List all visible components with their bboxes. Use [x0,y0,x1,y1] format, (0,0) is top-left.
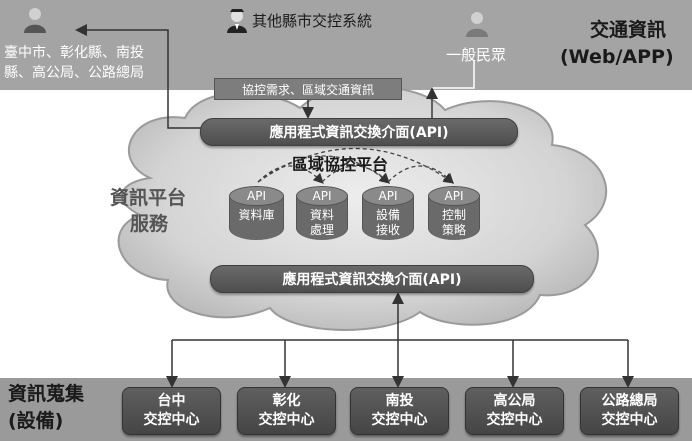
api-top-pill: 應用程式資訊交換介面(API) [200,118,518,146]
platform-label-line1: 資訊平台 [110,187,187,209]
connector-right-white [431,60,475,118]
traffic-center-taichung: 台中 交控中心 [122,387,221,435]
module-api-badge: API [229,186,284,206]
top-right-text: 一般民眾 [446,46,507,64]
traffic-center-freeway: 高公局 交控中心 [465,387,564,435]
request-label-box: 協控需求、區域交通資訊 [214,78,402,100]
module-api-badge: API [428,186,480,206]
person-icon [24,8,46,33]
traffic-center-nantou: 南投 交控中心 [350,387,449,435]
module-line1: 控制 [441,208,466,222]
center-line2: 交控中心 [371,412,428,428]
module-line2: 接收 [375,223,400,237]
platform-label-line2: 服務 [130,213,169,235]
bottom-label-line2: (設備) [8,410,64,432]
top-left-text-line1: 臺中市、彰化縣、南投 [4,45,144,61]
connector-left [75,24,228,129]
traffic-center-changhua: 彰化 交控中心 [237,387,336,435]
module-line1: 資料庫 [238,208,275,222]
center-line2: 交控中心 [601,412,658,428]
module-data-processing: API 資料處理 [296,186,348,244]
person-icon [466,12,488,37]
top-center-text: 其他縣市交控系統 [252,12,373,30]
module-device-receive: API 設備接收 [362,186,414,244]
center-line1: 南投 [385,393,414,409]
module-line2: 處理 [309,223,334,237]
module-line1: 設備 [375,208,400,222]
region-title: 區域協控平台 [292,155,389,174]
module-line1: 資料 [309,208,334,222]
center-line2: 交控中心 [258,412,315,428]
center-line1: 彰化 [272,393,301,409]
module-api-badge: API [296,186,348,206]
center-line2: 交控中心 [143,412,200,428]
center-line1: 公路總局 [601,393,658,409]
bottom-label-line1: 資訊蒐集 [8,383,85,405]
top-band [0,0,692,90]
center-line1: 高公局 [493,393,536,409]
top-left-text-line2: 縣、高公局、公路總局 [4,65,144,81]
api-bottom-pill: 應用程式資訊交換介面(API) [210,265,534,293]
officer-icon [227,9,247,33]
bottom-band [0,378,692,441]
module-line2: 策略 [441,223,466,237]
center-line2: 交控中心 [486,412,543,428]
module-control-strategy: API 控制策略 [428,186,480,244]
module-api-badge: API [362,186,414,206]
title-line1: 交通資訊 [590,19,667,41]
traffic-center-highway: 公路總局 交控中心 [580,387,679,435]
center-line1: 台中 [157,393,186,409]
module-database: API 資料庫 [229,186,284,244]
title-line2: (Web/APP) [560,46,674,68]
